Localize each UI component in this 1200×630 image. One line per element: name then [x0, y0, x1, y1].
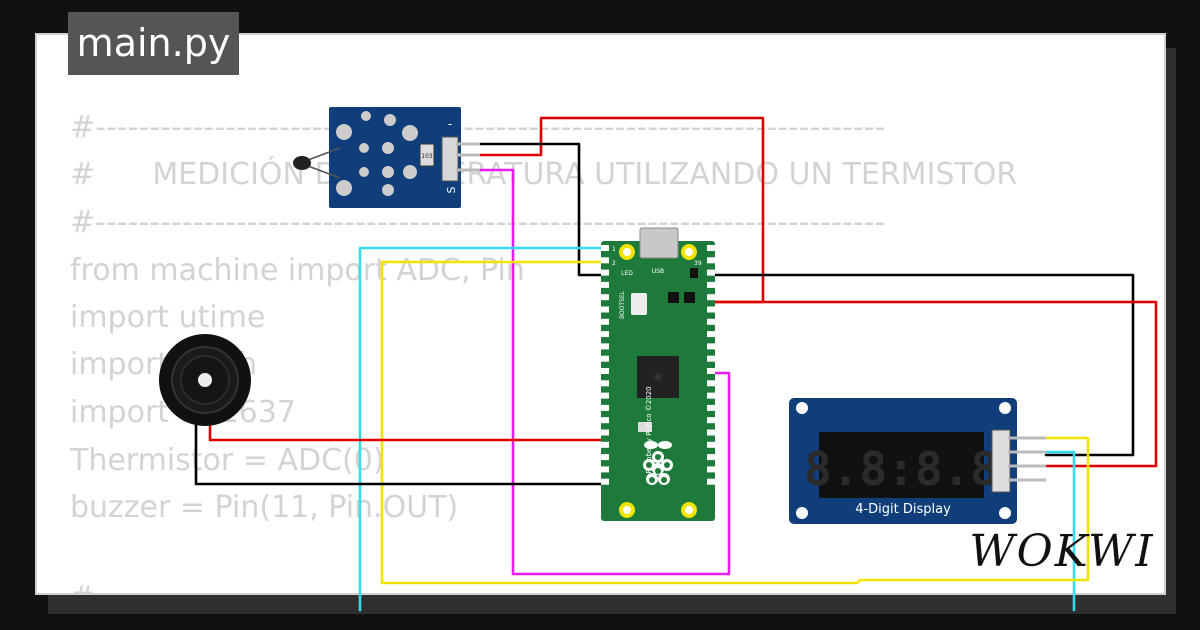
- pico-pin-pad[interactable]: [707, 380, 715, 387]
- pico-pin-pad[interactable]: [601, 306, 609, 313]
- pico-pin-pad[interactable]: [601, 441, 609, 448]
- pico-pin-pad[interactable]: [707, 294, 715, 301]
- wire-black-buzzer: [194, 416, 608, 486]
- board-name: Raspberry Pi Pico ©2020: [645, 386, 653, 473]
- pico-pin-pad[interactable]: [601, 368, 609, 374]
- wire-red-buzzer: [208, 416, 608, 442]
- pico-pin-pad[interactable]: [707, 318, 715, 325]
- display-label: 4-Digit Display: [855, 502, 951, 517]
- pico-pin-pad[interactable]: [707, 441, 715, 448]
- ntc-thermistor-module: 103 - S: [293, 107, 480, 208]
- code-line: #---------------------------------------…: [70, 205, 886, 240]
- pico-pin-pad[interactable]: [707, 466, 715, 473]
- pico-pin-pad[interactable]: [707, 392, 715, 399]
- pico-pin-pad[interactable]: [707, 368, 715, 374]
- wire-red-display: [704, 300, 1158, 468]
- pin-label-2: 2: [612, 260, 616, 267]
- pico-pin-pad[interactable]: [601, 343, 609, 350]
- pico-pin-pad[interactable]: [601, 294, 609, 301]
- pico-pin-pad[interactable]: [601, 380, 609, 387]
- raspberry-logo-icon: [643, 441, 673, 485]
- pico-pin-pad[interactable]: [601, 404, 609, 411]
- led-label: LED: [621, 270, 633, 277]
- pico-pin-pad[interactable]: [601, 331, 609, 338]
- pico-pin-pad[interactable]: [707, 245, 715, 251]
- pico-pin-pad[interactable]: [707, 257, 715, 264]
- pico-pin-pad[interactable]: [707, 355, 715, 362]
- rp2040-chip: [637, 356, 679, 398]
- pico-pin-pad[interactable]: [601, 417, 609, 424]
- pico-pin-pad[interactable]: [601, 318, 609, 325]
- tm1637-4-digit-display: 8.8:8.8 4-Digit Display: [789, 398, 1046, 524]
- code-line: import utime: [70, 300, 266, 335]
- pico-pin-pad[interactable]: [707, 417, 715, 424]
- pico-pin-pad[interactable]: [707, 331, 715, 338]
- wokwi-logo: WOKWI: [969, 526, 1154, 577]
- file-tab-main-py[interactable]: main.py: [68, 12, 239, 75]
- wire-cyan-display: [1044, 450, 1076, 612]
- pico-pin-pad[interactable]: [601, 429, 609, 436]
- pico-pin-pad[interactable]: [707, 429, 715, 436]
- pico-pin-pad[interactable]: [601, 478, 609, 485]
- code-line: # MEDICIÓN DE TEMPERATURA UTILIZANDO UN …: [70, 157, 1018, 192]
- pico-pin-pad[interactable]: [601, 454, 609, 461]
- pico-pin-pad[interactable]: [601, 392, 609, 399]
- code-line: #---------------------------------------…: [70, 110, 886, 145]
- code-line: Thermistor = ADC(0): [70, 443, 385, 478]
- wire-yellow: [380, 260, 1090, 585]
- wires: [194, 116, 1158, 612]
- sensor-resistor-label: 103: [421, 153, 433, 160]
- pico-pin-pad[interactable]: [707, 269, 715, 276]
- pico-pin-pad[interactable]: [707, 404, 715, 411]
- thermistor-bead-icon: [293, 156, 311, 170]
- pin-label-1: 1: [612, 246, 616, 253]
- sensor-s-label: S: [445, 186, 458, 193]
- pin-label-39: 39: [694, 260, 702, 267]
- bootsel-button[interactable]: [631, 293, 647, 315]
- usb-port-icon: [639, 227, 679, 259]
- code-line: #: [70, 580, 95, 593]
- pico-pin-pad[interactable]: [707, 454, 715, 461]
- pico-pin-pad[interactable]: [601, 245, 609, 251]
- piezo-buzzer: [159, 334, 251, 426]
- code-line: buzzer = Pin(11, Pin.OUT): [70, 490, 459, 525]
- wire-cyan: [358, 246, 608, 612]
- wire-black-sensor: [476, 142, 1135, 457]
- pico-pin-pad[interactable]: [601, 355, 609, 362]
- wire-magenta: [476, 168, 731, 576]
- pico-pin-pad[interactable]: [601, 466, 609, 473]
- pico-pin-pad[interactable]: [707, 343, 715, 350]
- pico-pin-pad[interactable]: [707, 306, 715, 313]
- pico-pin-pad[interactable]: [601, 269, 609, 276]
- code-line: from machine import ADC, Pin: [70, 253, 525, 288]
- pico-pin-pad[interactable]: [707, 281, 715, 288]
- bootsel-label: BOOTSEL: [619, 290, 626, 319]
- pico-pin-pad[interactable]: [601, 257, 609, 264]
- raspberry-pi-pico: LED USB 1 2 39 BOOTSEL ❀ Raspberry Pi Pi…: [601, 227, 715, 521]
- display-digits: 8.8:8.8: [804, 442, 998, 496]
- usb-label: USB: [652, 268, 664, 275]
- pico-pin-pad[interactable]: [707, 478, 715, 485]
- sensor-minus-label: -: [448, 117, 452, 131]
- svg-text:❀: ❀: [653, 370, 663, 384]
- pico-pin-pad[interactable]: [601, 281, 609, 288]
